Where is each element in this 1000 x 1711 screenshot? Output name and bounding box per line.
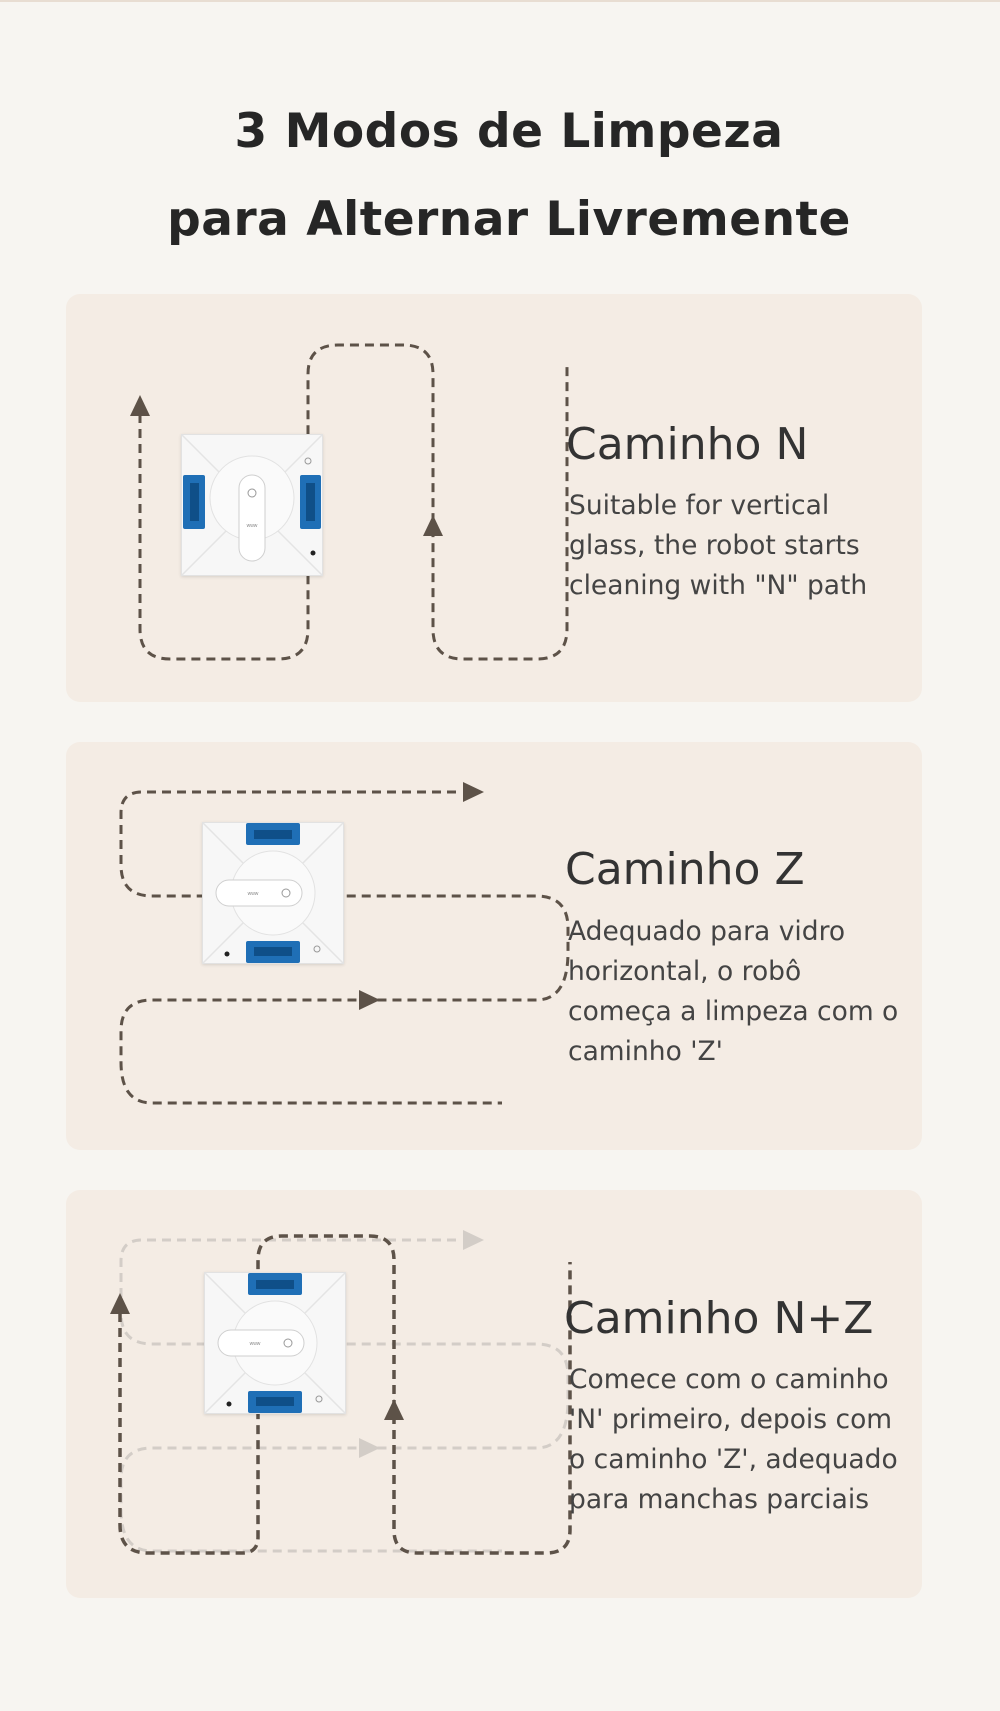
z-path-diagram — [119, 782, 570, 1105]
mode-description-nz: Comece com o caminho 'N' primeiro, depoi… — [569, 1364, 898, 1515]
arrow-up-icon — [110, 1293, 130, 1314]
nz-path-diagram — [110, 1230, 572, 1555]
top-divider — [0, 0, 1000, 2]
mode-title-nz: Caminho N+Z — [564, 1293, 874, 1344]
mode-description-n: Suitable for vertical glass, the robot s… — [569, 490, 868, 601]
mode-card-n: www Caminho N Suitable for vertical glas… — [66, 294, 922, 702]
page-title-line-1: 3 Modos de Limpeza — [234, 104, 784, 159]
arrow-up-icon — [423, 515, 443, 536]
robot-horizontal-icon: www — [202, 822, 344, 964]
arrow-right-icon — [359, 990, 380, 1010]
mode-title-n: Caminho N — [566, 419, 809, 470]
mode-title-z: Caminho Z — [565, 844, 805, 895]
arrow-right-icon — [463, 1230, 484, 1250]
svg-text:www: www — [247, 523, 258, 529]
mode-card-z: www Caminho Z Adequado para vidro horizo… — [66, 742, 922, 1150]
svg-text:www: www — [250, 1341, 261, 1347]
arrow-up-icon — [130, 395, 150, 416]
mode-card-nz: www Caminho N+Z Comece com o caminho 'N'… — [66, 1190, 922, 1598]
robot-vertical-icon: www — [181, 434, 323, 576]
page-title: 3 Modos de Limpeza para Alternar Livreme… — [0, 88, 1000, 264]
page-title-line-2: para Alternar Livremente — [167, 192, 851, 247]
mode-description-z: Adequado para vidro horizontal, o robô c… — [568, 916, 899, 1067]
robot-horizontal-icon: www — [204, 1272, 346, 1414]
arrow-right-icon — [359, 1438, 380, 1458]
svg-text:www: www — [248, 891, 259, 897]
arrow-right-icon — [463, 782, 484, 802]
arrow-up-icon — [384, 1399, 404, 1420]
n-path-diagram — [130, 343, 569, 661]
